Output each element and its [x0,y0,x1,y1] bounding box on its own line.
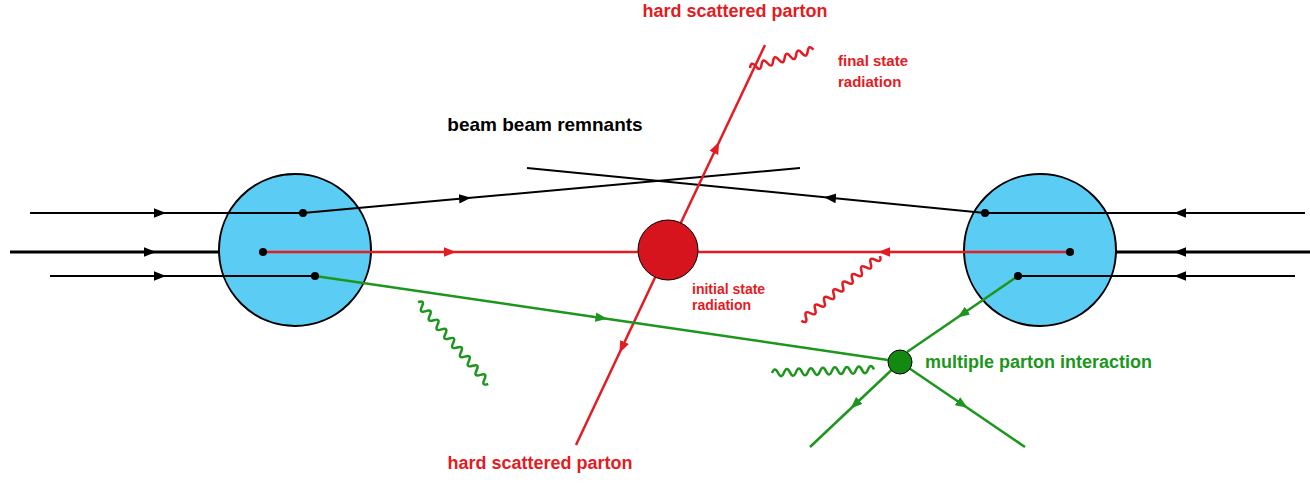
hard-scatter-line [263,45,1070,445]
parton-dot [259,209,1074,280]
proton [219,174,1116,326]
beam-remnant-line [303,168,985,213]
parton-label: hard scattered parton [642,0,827,22]
mpi-vertex [888,350,912,374]
mpi-label: multiple parton interaction [925,351,1152,373]
gluon-wave [415,46,882,386]
mpi-line [315,276,1025,447]
radiation-label: initial state radiation [692,281,792,313]
radiation-label: final state radiation [838,50,950,92]
remnant-label: beam beam remnants [447,113,642,136]
parton-label: hard scattered parton [447,452,632,474]
hard-vertex [638,220,698,280]
